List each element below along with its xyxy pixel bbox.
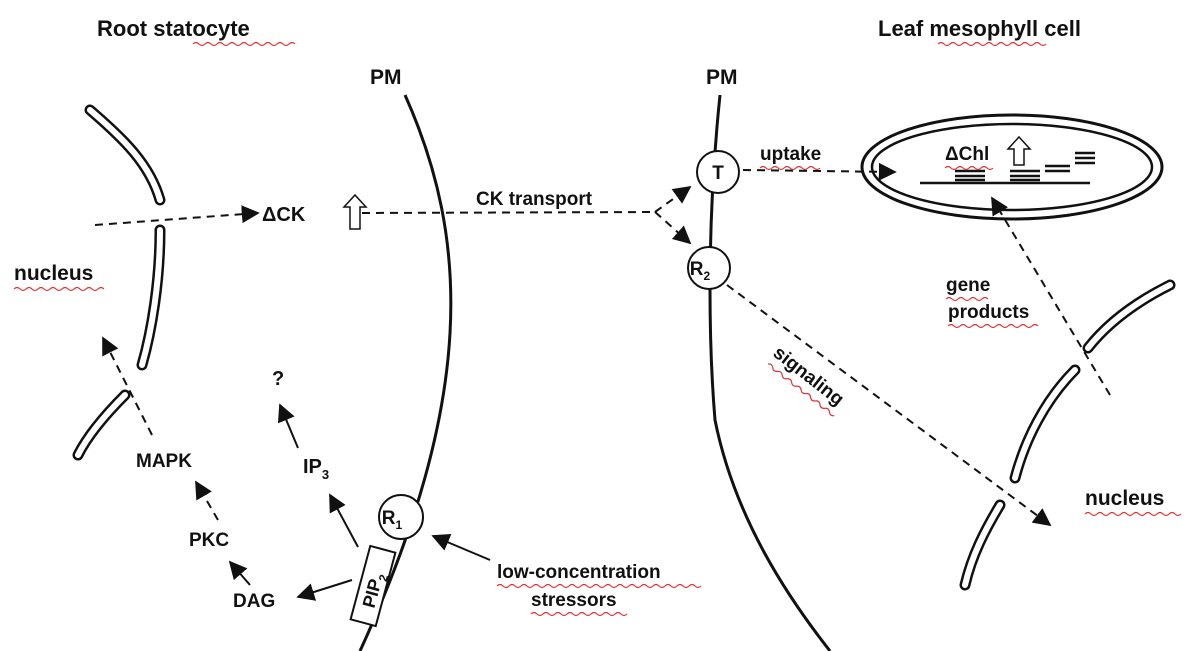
- mapk-label: MAPK: [136, 451, 192, 472]
- receptor-r1: [378, 494, 424, 540]
- title-leaf-mesophyll-cell: Leaf mesophyll cell: [878, 16, 1081, 41]
- receptor-r1-label: R1: [382, 508, 403, 532]
- arrow-ip3-to-question: [277, 403, 299, 449]
- stressors-label-line2: stressors: [531, 590, 617, 611]
- arrow-stressors-to-r1: [431, 533, 491, 561]
- delta-ck-label: ΔCK: [262, 204, 306, 226]
- ip3-label: IP3: [303, 456, 329, 482]
- uptake-label: uptake: [760, 144, 821, 165]
- pm-left-label: PM: [370, 66, 402, 89]
- pkc-label: PKC: [189, 530, 229, 551]
- arrow-signaling: [726, 284, 1052, 527]
- arrow-pip2-to-dag: [296, 579, 353, 601]
- title-root-statocyte: Root statocyte: [97, 16, 250, 41]
- arrow-to-r2: [654, 211, 692, 245]
- chloroplast: [860, 113, 1164, 221]
- spellcheck-underlines: [13, 41, 1182, 617]
- signaling-label: signaling: [769, 342, 848, 410]
- question-label: ?: [272, 368, 284, 390]
- receptor-r2-label: R2: [690, 259, 711, 283]
- nuclear-envelope-right: [959, 279, 1176, 591]
- arrow-pkc-to-mapk: [195, 480, 219, 521]
- pip2-box: PIP2: [349, 544, 397, 628]
- arrow-pip2-to-ip3: [329, 493, 359, 548]
- arrow-dag-to-pkc: [228, 560, 251, 586]
- ck-transport-label: CK transport: [476, 189, 593, 210]
- dag-label: DAG: [233, 591, 275, 612]
- receptor-r2: [687, 246, 731, 290]
- gene-products-label-line1: gene: [946, 275, 990, 296]
- transporter-t: [696, 150, 740, 194]
- arrow-nucleus-to-delta-ck: [94, 205, 260, 226]
- arrow-mapk-to-nucleus: [102, 336, 153, 436]
- plasma-membrane-right: [708, 94, 832, 651]
- nucleus-right-label: nucleus: [1085, 487, 1164, 510]
- transporter-t-label: T: [712, 163, 724, 184]
- stressors-label-line1: low-concentration: [497, 562, 661, 583]
- plasma-membrane-left: [358, 94, 453, 651]
- nucleus-left-label: nucleus: [14, 262, 93, 285]
- gene-products-label-line2: products: [948, 302, 1029, 323]
- arrow-to-t: [654, 185, 692, 213]
- increase-arrow-chl-icon: [1006, 135, 1032, 166]
- arrow-uptake: [742, 162, 897, 181]
- arrow-gene-products: [991, 196, 1111, 396]
- thylakoid-grana: [920, 151, 1095, 185]
- delta-chl-label: ΔChl: [945, 144, 989, 165]
- pm-right-label: PM: [706, 66, 738, 89]
- nuclear-envelope-left: [72, 104, 166, 461]
- increase-arrow-ck-icon: [342, 193, 368, 230]
- arrow-ck-transport: [361, 211, 656, 214]
